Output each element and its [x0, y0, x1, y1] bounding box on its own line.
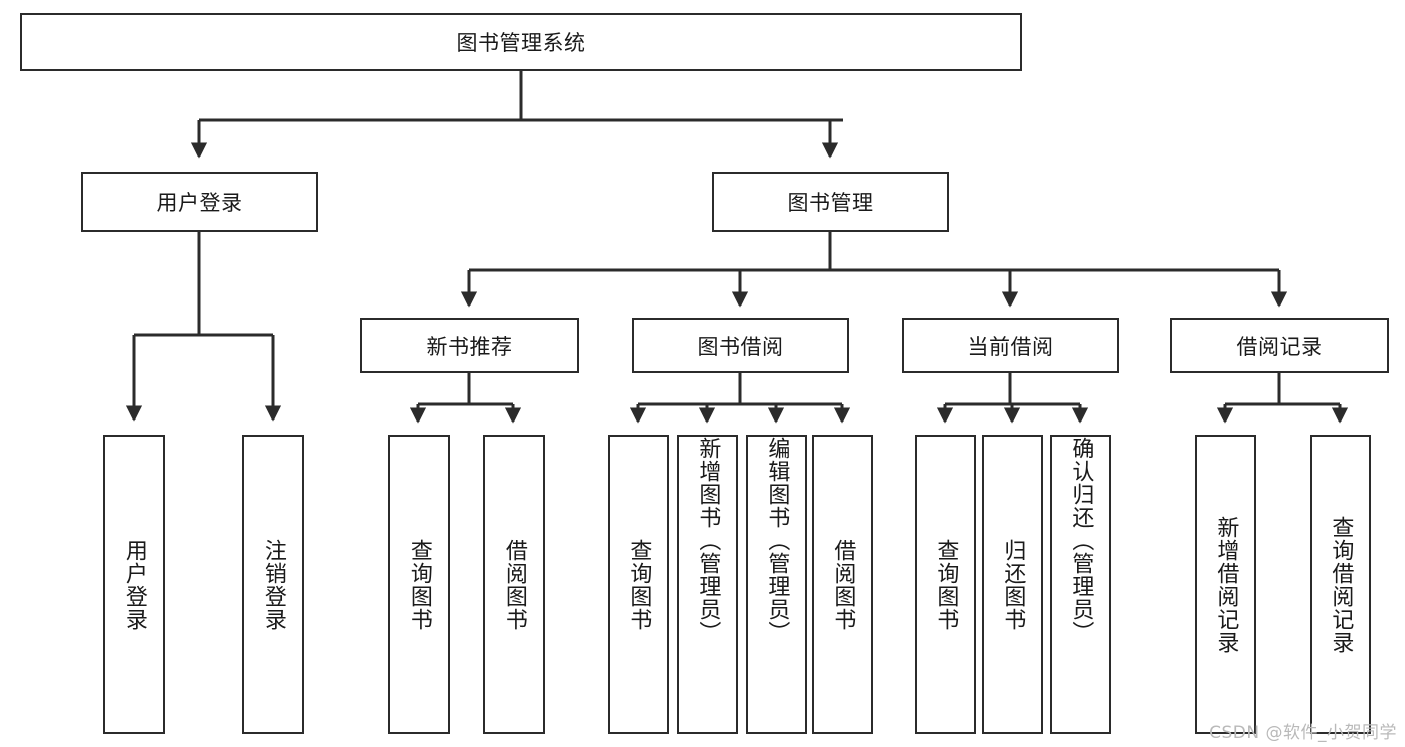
leaf-label: 查询图书 — [933, 538, 959, 631]
leaf-label: 查询图书 — [626, 538, 652, 631]
node-book-management[interactable]: 图书管理 — [712, 172, 949, 232]
leaf-query-book-newbook[interactable]: 查询图书 — [388, 435, 450, 734]
node-label: 图书管理系统 — [456, 31, 586, 55]
node-user-login[interactable]: 用户登录 — [81, 172, 318, 232]
node-label: 图书借阅 — [697, 334, 784, 359]
node-label: 图书管理 — [787, 191, 874, 215]
leaf-label: 借阅图书 — [830, 538, 856, 631]
leaf-return-book[interactable]: 归还图书 — [982, 435, 1043, 734]
node-label: 用户登录 — [156, 191, 243, 215]
leaf-label: 注销登录 — [260, 538, 286, 631]
watermark-credit: CSDN @软件_小贺同学 — [1209, 723, 1397, 743]
leaf-borrow-book-newbook[interactable]: 借阅图书 — [483, 435, 545, 734]
node-book-borrow[interactable]: 图书借阅 — [632, 318, 849, 373]
leaf-add-book-admin[interactable]: 新增图书（管理员） — [677, 435, 738, 734]
node-label: 当前借阅 — [967, 334, 1054, 359]
leaf-label: 编辑图书（管理员） — [764, 437, 790, 644]
leaf-label: 查询借阅记录 — [1328, 515, 1354, 654]
leaf-label: 归还图书 — [1000, 538, 1026, 631]
leaf-borrow-book-borrow[interactable]: 借阅图书 — [812, 435, 873, 734]
leaf-confirm-return-admin[interactable]: 确认归还（管理员） — [1050, 435, 1111, 734]
node-new-book-recommend[interactable]: 新书推荐 — [360, 318, 579, 373]
leaf-query-book-current[interactable]: 查询图书 — [915, 435, 976, 734]
leaf-add-borrow-record[interactable]: 新增借阅记录 — [1195, 435, 1256, 734]
leaf-label: 确认归还（管理员） — [1068, 437, 1094, 644]
node-borrow-record[interactable]: 借阅记录 — [1170, 318, 1389, 373]
leaf-query-book-borrow[interactable]: 查询图书 — [608, 435, 669, 734]
node-current-borrow[interactable]: 当前借阅 — [902, 318, 1119, 373]
leaf-user-logout[interactable]: 注销登录 — [242, 435, 304, 734]
leaf-query-borrow-record[interactable]: 查询借阅记录 — [1310, 435, 1371, 734]
node-root-system[interactable]: 图书管理系统 — [20, 13, 1022, 71]
leaf-label: 新增借阅记录 — [1213, 515, 1239, 654]
leaf-edit-book-admin[interactable]: 编辑图书（管理员） — [746, 435, 807, 734]
node-label: 新书推荐 — [426, 334, 513, 359]
leaf-label: 查询图书 — [406, 538, 432, 631]
leaf-label: 用户登录 — [121, 538, 147, 631]
leaf-label: 借阅图书 — [501, 538, 527, 631]
node-label: 借阅记录 — [1236, 334, 1323, 359]
leaf-user-login[interactable]: 用户登录 — [103, 435, 165, 734]
leaf-label: 新增图书（管理员） — [695, 437, 721, 644]
